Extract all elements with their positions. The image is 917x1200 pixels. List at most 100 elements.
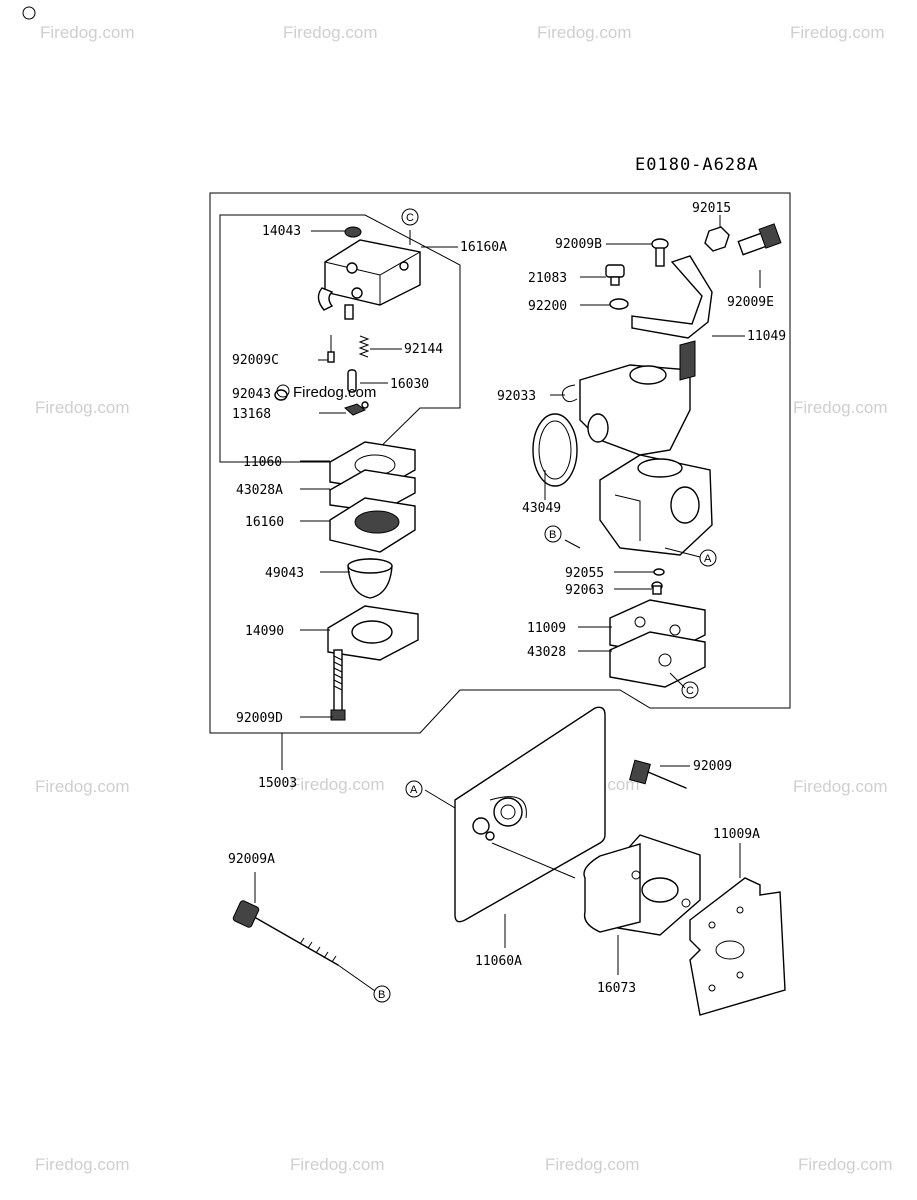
label-49043: 49043 [265, 566, 304, 581]
screw-92009b-part [651, 238, 669, 267]
callout-b-mid: B [544, 525, 562, 543]
needle-part [347, 369, 357, 393]
svg-text:Firedog.com: Firedog.com [290, 775, 384, 794]
watermark: Firedog.com [793, 398, 887, 417]
watermark: Firedog.com [537, 23, 631, 42]
label-21083: 21083 [528, 271, 567, 286]
label-92055: 92055 [565, 566, 604, 581]
bracket-part [631, 255, 713, 339]
label-43028a: 43028A [236, 483, 283, 498]
svg-text:Firedog.com: Firedog.com [293, 384, 376, 401]
svg-text:Firedog.com: Firedog.com [35, 1155, 129, 1174]
svg-text:Firedog.com: Firedog.com [35, 398, 129, 417]
washer-part [609, 298, 629, 310]
part-labels: 14043 16160A 92009C 92144 92043 16030 13… [228, 201, 786, 996]
assembly-frame [209, 192, 791, 734]
screw-14043-part [344, 226, 362, 238]
subassembly-frame [219, 214, 461, 463]
svg-text:B: B [549, 529, 556, 541]
carburetor-body-part [599, 454, 713, 556]
pump-cover-part [317, 239, 421, 320]
watermark: Firedog.com [790, 23, 884, 42]
diagram-code: E0180-A628A [635, 155, 759, 175]
svg-text:Firedog.com: Firedog.com [290, 1155, 384, 1174]
label-92009d: 92009D [236, 711, 283, 726]
label-92009a: 92009A [228, 852, 275, 867]
watermark: Firedog.com [283, 23, 377, 42]
svg-text:Firedog.com: Firedog.com [790, 23, 884, 42]
svg-text:Firedog.com: Firedog.com [40, 23, 134, 42]
callout-b-lower: B [373, 985, 391, 1003]
watermark: Firedog.com [35, 777, 129, 796]
screw-92063-part [651, 581, 663, 595]
label-43049: 43049 [522, 501, 561, 516]
svg-text:Firedog.com: Firedog.com [793, 398, 887, 417]
callout-c-bottom: C [681, 681, 699, 699]
screw-92009d-part [330, 649, 346, 721]
copyright-icon [276, 384, 290, 398]
gasket-11009a-part [689, 877, 786, 1016]
diaphragm-43028a-part [329, 469, 416, 513]
lever-part [344, 401, 369, 416]
label-16030: 16030 [390, 377, 429, 392]
callout-a-lower: A [405, 780, 423, 798]
svg-text:C: C [686, 685, 694, 697]
svg-text:Firedog.com: Firedog.com [537, 23, 631, 42]
svg-text:A: A [410, 784, 418, 796]
spring-part [358, 335, 370, 358]
pump-body-part [329, 497, 416, 553]
label-92043: 92043 [232, 387, 271, 402]
watermark: Firedog.com [290, 775, 384, 794]
bolt-92009-part [629, 759, 687, 789]
watermark: Firedog.com [22, 6, 134, 42]
label-14090: 14090 [245, 624, 284, 639]
label-92009: 92009 [693, 759, 732, 774]
svg-text:Firedog.com: Firedog.com [35, 777, 129, 796]
cover-14090-part [327, 605, 419, 661]
svg-text:B: B [378, 989, 385, 1001]
label-15003: 15003 [258, 776, 297, 791]
throttle-body-part [579, 340, 696, 456]
svg-text:Firedog.com: Firedog.com [793, 777, 887, 796]
nut-part [704, 226, 730, 252]
watermark: Firedog.com [793, 777, 887, 796]
label-92063: 92063 [565, 583, 604, 598]
leader-lines [254, 215, 761, 992]
label-16073: 16073 [597, 981, 636, 996]
svg-text:C: C [406, 212, 414, 224]
label-43028: 43028 [527, 645, 566, 660]
svg-text:Firedog.com: Firedog.com [545, 1155, 639, 1174]
diaphragm-43028-part [609, 631, 706, 688]
watermark: Firedog.com [290, 1155, 384, 1174]
label-92015: 92015 [692, 201, 731, 216]
bolt-92009a-part [232, 900, 339, 966]
primer-bulb-part [347, 558, 393, 599]
insulator-part [583, 834, 701, 936]
label-92200: 92200 [528, 299, 567, 314]
screw-21083-part [605, 264, 625, 286]
gasket-plate-11060a-part [454, 706, 606, 923]
watermark: Firedog.com [798, 1155, 892, 1174]
label-13168: 13168 [232, 407, 271, 422]
label-11049: 11049 [747, 329, 786, 344]
callout-a-mid: A [699, 549, 717, 567]
svg-text:Firedog.com: Firedog.com [798, 1155, 892, 1174]
screw-92009e-part [737, 223, 782, 256]
watermark-layer: Firedog.com Firedog.com Firedog.com Fire… [22, 6, 892, 1174]
screw-92009c-part [327, 335, 335, 363]
label-92144: 92144 [404, 342, 443, 357]
label-92009c: 92009C [232, 353, 279, 368]
watermark: Firedog.com [35, 1155, 129, 1174]
label-92033: 92033 [497, 389, 536, 404]
label-16160: 16160 [245, 515, 284, 530]
svg-text:A: A [704, 553, 712, 565]
seal-ring-part [532, 413, 578, 487]
callout-c-top: C [401, 208, 419, 226]
svg-text:Firedog.com: Firedog.com [283, 23, 377, 42]
label-92009b: 92009B [555, 237, 602, 252]
label-92009e: 92009E [727, 295, 774, 310]
label-14043: 14043 [262, 224, 301, 239]
label-11009: 11009 [527, 621, 566, 636]
label-11060: 11060 [243, 455, 282, 470]
